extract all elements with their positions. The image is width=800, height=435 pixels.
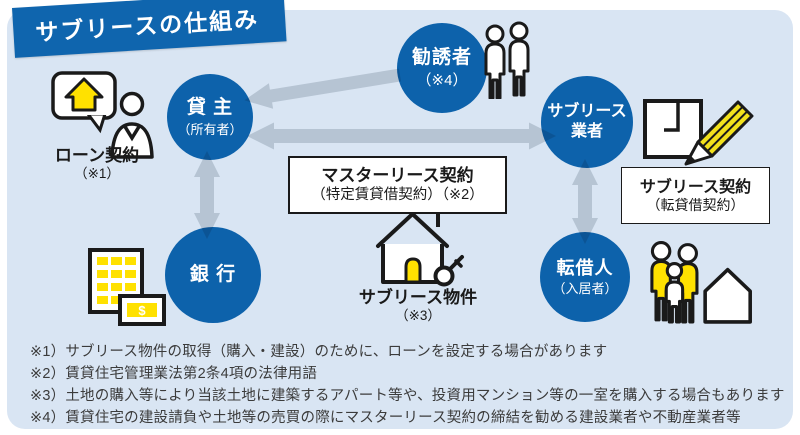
sublease-property-note: （※3） (395, 307, 441, 323)
master-lease-contract-box: マスターリース契約 （特定賃貸借契約）（※2） (288, 156, 507, 214)
master-lease-contract-title: マスターリース契約 (321, 166, 474, 186)
node-subtenant-sublabel: （入居者） (552, 281, 618, 297)
footnotes: ※1）サブリース物件の取得（購入・建設）のために、ローンを設定する場合があります… (30, 341, 785, 429)
dollar-sign: $ (138, 303, 146, 318)
loan-contract-note: （※1） (74, 165, 120, 181)
node-landlord-label: 貸 主 (186, 97, 234, 118)
node-subtenant-label: 転借人 (556, 257, 614, 278)
footnote-1: ※1）サブリース物件の取得（購入・建設）のために、ローンを設定する場合があります (30, 344, 608, 360)
floorplan-and-pencil-icon (643, 99, 754, 166)
sublease-property-label: サブリース物件 （※3） (348, 288, 488, 323)
footnote-3: ※3）土地の購入等により当該土地に建築するアパート等や、投資用マンション等の一室… (30, 388, 785, 404)
node-recruiter-sublabel: （※4） (416, 71, 468, 89)
node-landlord: 貸 主 （所有者） (167, 74, 253, 160)
sublease-contract-box: サブリース契約 （転貸借契約） (621, 167, 770, 224)
node-subtenant: 転借人 （入居者） (540, 232, 630, 322)
node-sublease-company: サブリース 業者 (541, 76, 633, 168)
loan-contract-label: ローン契約 （※1） (33, 146, 161, 181)
node-landlord-sublabel: （所有者） (177, 121, 243, 137)
node-bank-label: 銀 行 (189, 264, 237, 286)
node-recruiter-label: 勧誘者 (411, 46, 472, 68)
sublease-contract-title: サブリース契約 (639, 178, 752, 196)
master-lease-contract-subtitle: （特定賃貸借契約）（※2） (311, 186, 484, 203)
sublease-property-title: サブリース物件 (358, 288, 478, 307)
node-sublease-company-line1: サブリース (547, 103, 627, 120)
building-and-money-icon: $ (88, 248, 166, 326)
node-bank: 銀 行 (165, 227, 261, 323)
node-sublease-company-line2: 業者 (570, 123, 603, 140)
building-windows (97, 257, 136, 304)
footnote-4: ※4）賃貸住宅の建設請負や土地等の売買の際にマスターリース契約の締結を勧める建設… (30, 410, 741, 426)
family-and-house-icon (650, 241, 752, 324)
person-with-house-speech-bubble-icon (51, 71, 154, 159)
loan-contract-title: ローン契約 (54, 146, 140, 165)
house-with-key-icon (376, 210, 464, 287)
sublease-contract-subtitle: （転貸借契約） (646, 196, 745, 213)
footnote-2: ※2）賃貸住宅管理業法第2条4項の法律用語 (30, 366, 318, 382)
node-recruiter: 勧誘者 （※4） (397, 23, 487, 113)
two-people-icon (484, 21, 530, 99)
